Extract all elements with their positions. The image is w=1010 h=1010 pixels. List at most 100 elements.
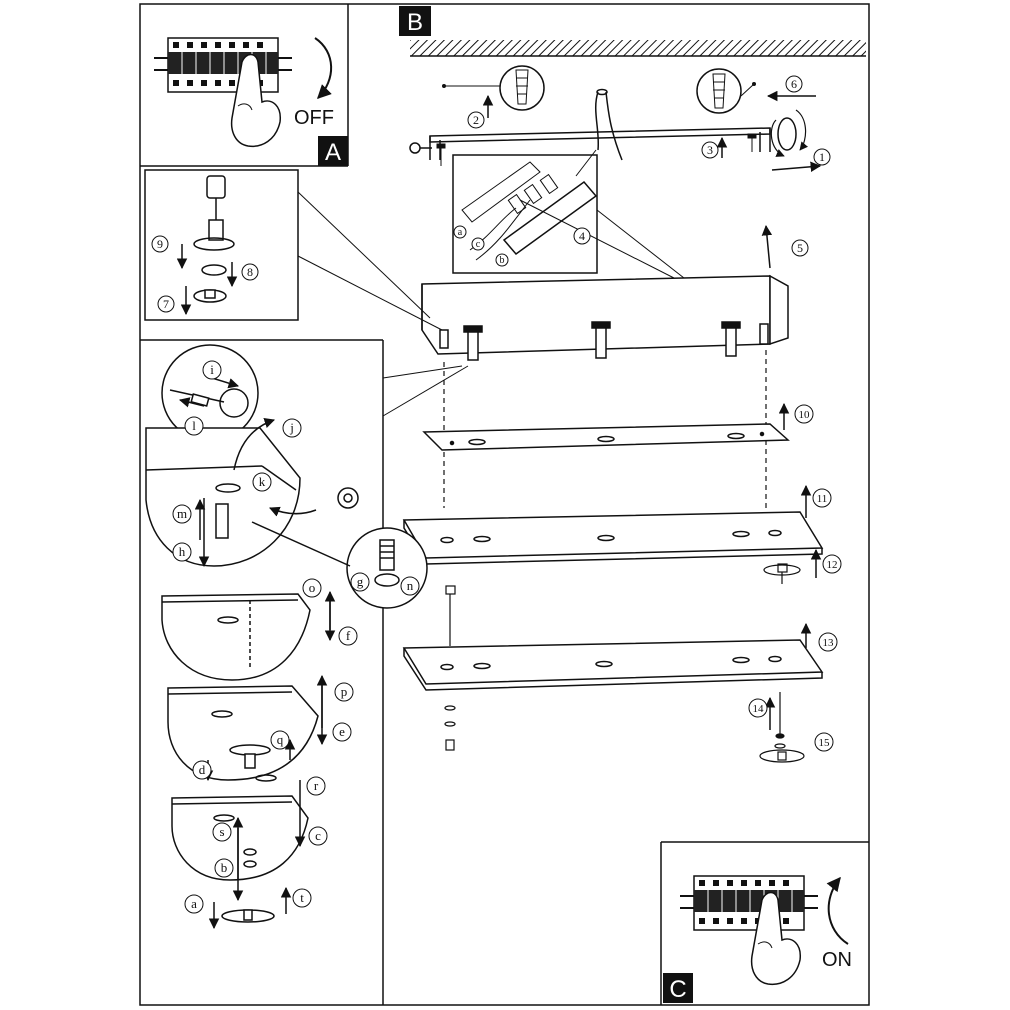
detail-marker-s: s	[212, 822, 232, 842]
ceiling-canopy	[421, 274, 789, 361]
step-marker-13: 13	[818, 632, 838, 652]
svg-text:m: m	[177, 506, 187, 521]
svg-text:4: 4	[579, 229, 585, 243]
svg-text:p: p	[341, 684, 348, 699]
junction-marker-a: a	[453, 225, 467, 239]
detail-marker-a: a	[184, 894, 204, 914]
svg-text:l: l	[192, 418, 196, 433]
svg-text:b: b	[221, 860, 228, 875]
step-marker-4: 4	[573, 227, 591, 245]
breaker-switch-on-illustration: ON	[679, 875, 852, 986]
direction-arrows	[176, 90, 822, 930]
detail-marker-f: f	[338, 626, 358, 646]
wall-anchor-left	[442, 65, 545, 111]
detail-marker-c: c	[308, 826, 328, 846]
cover-plate-lower	[402, 639, 824, 691]
on-label: ON	[822, 949, 852, 971]
svg-text:15: 15	[819, 737, 831, 749]
detail-marker-i: i	[202, 360, 222, 380]
detail-marker-l: l	[184, 416, 204, 436]
detail-marker-g: g	[350, 572, 370, 592]
svg-text:i: i	[210, 362, 214, 377]
svg-text:b: b	[500, 255, 505, 266]
svg-text:2: 2	[473, 113, 479, 127]
svg-text:c: c	[315, 828, 321, 843]
svg-text:13: 13	[823, 637, 835, 649]
detail-marker-q: q	[270, 730, 290, 750]
svg-text:a: a	[191, 896, 197, 911]
panel-tag-c-label: C	[669, 976, 686, 1003]
page-frame	[139, 3, 870, 1006]
step-markers: 1 2 3 4 5 6 7 8 9 10 11 12 13 14 15	[151, 75, 842, 752]
shade-part-2	[167, 685, 319, 782]
svg-text:e: e	[339, 724, 345, 739]
step-marker-15: 15	[814, 732, 834, 752]
rotate-up-arrow-icon	[826, 876, 849, 945]
svg-text:5: 5	[797, 241, 803, 255]
svg-text:k: k	[259, 474, 266, 489]
step-marker-14: 14	[748, 698, 768, 718]
shade-section-top	[145, 427, 301, 567]
callout-lines	[297, 191, 685, 417]
breaker-switch-off-illustration: OFF	[153, 37, 334, 148]
rotate-down-arrow-icon	[314, 37, 333, 99]
magnifier-detail-cable	[161, 344, 259, 442]
svg-text:6: 6	[791, 77, 797, 91]
terminal-block-detail	[452, 149, 598, 274]
svg-text:f: f	[346, 628, 351, 643]
panel-tag-a: A	[318, 136, 348, 166]
ceiling-hatch	[410, 40, 866, 57]
nut-icon	[269, 487, 359, 517]
svg-text:8: 8	[247, 265, 253, 279]
junction-marker-b: b	[495, 253, 509, 267]
svg-text:h: h	[179, 544, 186, 559]
panel-tag-b-label: B	[407, 9, 423, 36]
screw-icon	[436, 133, 757, 166]
step-marker-1: 1	[813, 148, 831, 166]
wall-anchor-right	[696, 68, 756, 114]
svg-text:g: g	[357, 574, 364, 589]
step-marker-8: 8	[241, 263, 259, 281]
svg-text:1: 1	[819, 150, 825, 164]
svg-text:j: j	[289, 420, 294, 435]
detail-marker-b: b	[214, 858, 234, 878]
svg-text:t: t	[300, 890, 304, 905]
step-marker-7: 7	[157, 295, 175, 313]
detail-markers: a b c d e f g h i j k l m n o p q r s t	[172, 360, 420, 914]
detail-marker-r: r	[306, 776, 326, 796]
step-marker-5: 5	[791, 239, 809, 257]
detail-marker-n: n	[400, 576, 420, 596]
mounting-bracket	[409, 88, 771, 161]
fixing-screw	[444, 563, 805, 763]
detail-marker-d: d	[192, 760, 212, 780]
bracket-knob	[770, 109, 808, 157]
svg-text:12: 12	[827, 559, 838, 571]
svg-text:d: d	[199, 762, 206, 777]
step-marker-3: 3	[701, 141, 719, 159]
svg-text:s: s	[219, 824, 224, 839]
junction-marker-c: c	[471, 237, 485, 251]
step-marker-2: 2	[467, 111, 485, 129]
svg-text:11: 11	[817, 493, 828, 505]
mounting-plate	[422, 423, 790, 451]
shade-part-1	[161, 593, 311, 681]
panel-tag-a-label: A	[325, 139, 341, 166]
detail-marker-p: p	[334, 682, 354, 702]
step-marker-11: 11	[812, 488, 832, 508]
cover-plate-upper	[402, 511, 824, 565]
detail-marker-t: t	[292, 888, 312, 908]
detail-marker-j: j	[282, 418, 302, 438]
panel-tag-c: C	[663, 973, 693, 1003]
off-label: OFF	[294, 107, 334, 129]
svg-text:9: 9	[157, 237, 163, 251]
svg-text:7: 7	[163, 297, 169, 311]
detail-marker-e: e	[332, 722, 352, 742]
detail-marker-m: m	[172, 504, 192, 524]
svg-text:c: c	[476, 239, 481, 250]
panel-tag-b: B	[399, 6, 431, 36]
detail-marker-k: k	[252, 472, 272, 492]
svg-text:r: r	[314, 778, 319, 793]
detail-marker-o: o	[302, 578, 322, 598]
step-marker-10: 10	[794, 404, 814, 424]
